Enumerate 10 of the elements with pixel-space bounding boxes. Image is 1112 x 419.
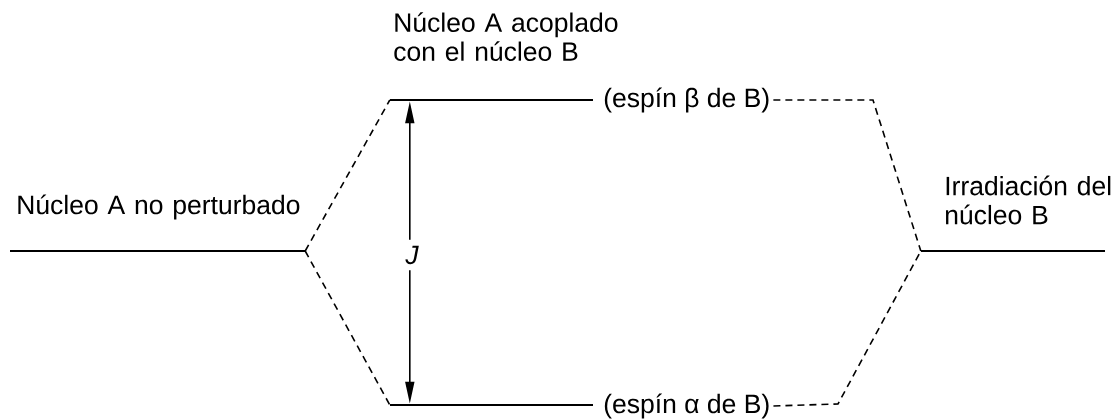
- energy-level-line: [10, 249, 305, 253]
- energy-level-line: [390, 98, 593, 102]
- energy-level-line: [921, 249, 1105, 253]
- level-label: (espín β de B): [604, 87, 769, 113]
- energy-level-line: [390, 403, 593, 407]
- edge-label: J: [399, 239, 425, 271]
- dashed-connector: [772, 99, 922, 252]
- dashed-connector: [304, 99, 391, 252]
- level-label: (espín α de B): [604, 393, 769, 419]
- dashed-connector: [304, 250, 391, 406]
